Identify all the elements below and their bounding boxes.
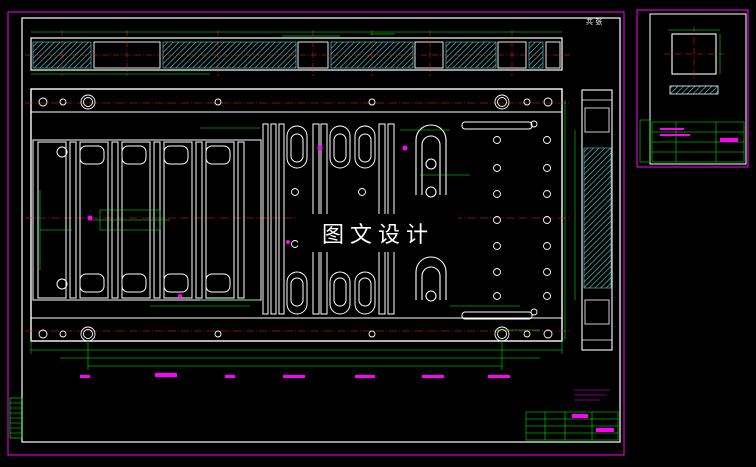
top-section-view (25, 30, 570, 76)
side-section-view (581, 89, 613, 351)
outer-sheet-border (7, 11, 625, 456)
watermark-banner: 图文设计 (298, 214, 458, 252)
main-sheet (7, 11, 625, 456)
detail-sheet (636, 9, 749, 168)
inner-frame (21, 17, 621, 443)
annotation-marks (80, 145, 510, 378)
bolt-holes (38, 94, 553, 342)
title-block (525, 389, 619, 441)
sheet-note: 共 张 (586, 18, 603, 26)
dimension-lines (30, 100, 576, 370)
watermark-text: 图文设计 (321, 223, 434, 248)
plan-view (25, 88, 576, 378)
